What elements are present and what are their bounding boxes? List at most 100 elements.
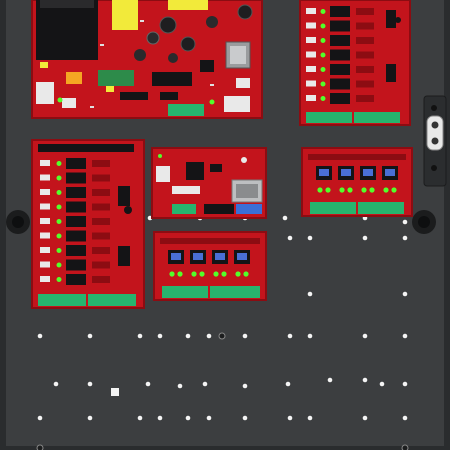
status-led bbox=[339, 187, 345, 193]
relay-window bbox=[237, 253, 247, 260]
screw-hole bbox=[401, 444, 409, 450]
screw-hole bbox=[218, 332, 226, 340]
status-led bbox=[325, 187, 331, 193]
knockout-hole bbox=[206, 333, 212, 339]
knockout-hole bbox=[402, 235, 408, 241]
knockout-hole bbox=[307, 291, 313, 297]
relay bbox=[66, 158, 86, 169]
status-led bbox=[56, 248, 62, 253]
knockout-hole bbox=[185, 333, 191, 339]
relay bbox=[66, 201, 86, 213]
output-module-right bbox=[301, 147, 413, 217]
enclosure-left-edge bbox=[0, 0, 6, 450]
relay bbox=[66, 274, 86, 285]
mounting-hole-right bbox=[412, 210, 436, 234]
relay bbox=[330, 6, 350, 17]
connector-pin bbox=[40, 160, 50, 166]
relay bbox=[330, 78, 350, 90]
status-led bbox=[56, 161, 62, 166]
connector-pin bbox=[40, 203, 50, 210]
connector-pin bbox=[306, 37, 316, 43]
relay-board-top-right bbox=[299, 0, 411, 126]
knockout-hole bbox=[402, 291, 408, 297]
status-led bbox=[317, 187, 323, 193]
square-knockout bbox=[111, 388, 119, 396]
knockout-hole bbox=[206, 415, 212, 421]
status-led bbox=[320, 96, 326, 101]
knockout-hole bbox=[287, 333, 293, 339]
knockout-hole bbox=[137, 333, 143, 339]
knockout-hole bbox=[37, 415, 43, 421]
knockout-hole bbox=[287, 415, 293, 421]
knockout-hole bbox=[327, 377, 333, 383]
enclosure-right-edge bbox=[444, 0, 450, 450]
status-led bbox=[177, 271, 183, 277]
connector-pin bbox=[306, 8, 316, 14]
status-led bbox=[320, 52, 326, 58]
enclosure-bottom-edge bbox=[0, 446, 450, 450]
door-latch bbox=[423, 95, 447, 187]
trace-pad bbox=[92, 247, 110, 254]
relay bbox=[330, 64, 350, 75]
knockout-hole bbox=[362, 377, 368, 383]
knockout-hole bbox=[402, 333, 408, 339]
connector-pin bbox=[306, 51, 316, 58]
connector-pin bbox=[306, 66, 316, 72]
status-led bbox=[235, 271, 241, 277]
network-controller-board bbox=[151, 147, 267, 219]
trace-pad bbox=[92, 261, 110, 269]
trace-pad bbox=[356, 51, 374, 59]
knockout-hole bbox=[177, 383, 183, 389]
relay bbox=[66, 230, 86, 242]
knockout-hole bbox=[307, 235, 313, 241]
relay-window bbox=[385, 169, 395, 176]
relay-board-left-tall bbox=[31, 139, 145, 309]
relay-window bbox=[171, 253, 181, 260]
knockout-hole bbox=[202, 381, 208, 387]
status-led bbox=[347, 187, 353, 193]
relay bbox=[330, 49, 350, 61]
knockout-hole bbox=[402, 381, 408, 387]
knockout-hole bbox=[87, 333, 93, 339]
knockout-hole bbox=[145, 381, 151, 387]
relay bbox=[66, 172, 86, 184]
connector-pin bbox=[306, 22, 316, 29]
mounting-hole-left bbox=[6, 210, 30, 234]
trace-pad bbox=[92, 174, 110, 182]
trace-pad bbox=[92, 203, 110, 211]
trace-pad bbox=[356, 8, 374, 15]
status-led bbox=[199, 271, 205, 277]
connector-pin bbox=[40, 218, 50, 224]
connector-pin bbox=[306, 95, 316, 101]
relay bbox=[66, 245, 86, 256]
knockout-hole bbox=[362, 415, 368, 421]
trace-pad bbox=[356, 37, 374, 44]
trace-pad bbox=[92, 160, 110, 167]
status-led bbox=[320, 67, 326, 72]
connector-pin bbox=[40, 174, 50, 181]
trace-pad bbox=[356, 80, 374, 88]
status-led bbox=[320, 23, 326, 29]
connector-pin bbox=[306, 80, 316, 87]
status-led bbox=[213, 271, 219, 277]
knockout-hole bbox=[307, 415, 313, 421]
knockout-hole bbox=[185, 415, 191, 421]
status-led bbox=[320, 9, 326, 14]
relay-window bbox=[319, 169, 329, 176]
status-led bbox=[191, 271, 197, 277]
connector-pin bbox=[40, 232, 50, 239]
knockout-hole bbox=[242, 333, 248, 339]
relay bbox=[330, 20, 350, 32]
relay bbox=[330, 35, 350, 46]
knockout-hole bbox=[362, 235, 368, 241]
trace-pad bbox=[92, 189, 110, 196]
knockout-hole bbox=[37, 333, 43, 339]
connector-pin bbox=[40, 276, 50, 282]
trace-pad bbox=[356, 66, 374, 73]
knockout-hole bbox=[157, 415, 163, 421]
knockout-hole bbox=[282, 215, 288, 221]
connector-pin bbox=[40, 261, 50, 268]
knockout-hole bbox=[362, 333, 368, 339]
status-led bbox=[56, 262, 62, 268]
